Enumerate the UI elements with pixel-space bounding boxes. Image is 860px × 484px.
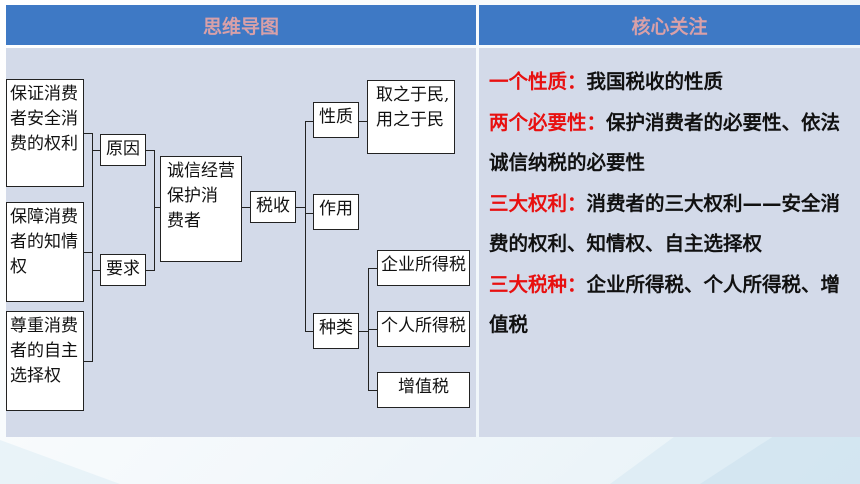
connector (368, 268, 377, 269)
types-node: 种类 (313, 313, 359, 349)
right-safety-node: 保证消费 者安全消 费的权利 (6, 79, 84, 187)
focus-keyword-necessity: 两个必要性： (489, 110, 607, 134)
connector (359, 331, 368, 332)
connector (296, 207, 305, 208)
connector (84, 252, 92, 253)
focus-keyword-rights: 三大权利： (489, 191, 587, 215)
focus-text-tax-types: 企业所得税、个人所得税、增值税 (489, 272, 841, 337)
right-information-node: 保障消费 者的知情 权 (6, 202, 84, 302)
connector (305, 213, 313, 214)
connector (368, 329, 377, 330)
connector (305, 121, 306, 332)
focus-text: 一个性质：我国税收的性质 两个必要性：保护消费者的必要性、依法诚信纳税的必要性 … (489, 62, 859, 346)
mind-map: 保证消费 者安全消 费的权利 保障消费 者的知情 权 尊重消费 者的自主 选择权… (6, 48, 476, 437)
requirement-node: 要求 (100, 254, 146, 286)
content-table: 思维导图 核心关注 保证消费 者安全消 费的权利 保障消费 者的知情 权 尊重消… (6, 5, 860, 437)
connector (84, 361, 92, 362)
focus-text-necessity: 保护消费者的必要性、依法诚信纳税的必要性 (489, 110, 841, 175)
connector (305, 121, 313, 122)
connector (84, 133, 92, 134)
mindmap-header: 思维导图 (6, 5, 476, 45)
tax-node: 税收 (250, 191, 296, 223)
nature-description-node: 取之于民, 用之于民 (367, 80, 455, 154)
focus-text-nature: 我国税收的性质 (586, 70, 724, 93)
focus-cell: 一个性质：我国税收的性质 两个必要性：保护消费者的必要性、依法诚信纳税的必要性 … (479, 48, 860, 437)
connector (359, 121, 367, 122)
connector (154, 150, 155, 271)
focus-keyword-tax-types: 三大税种： (489, 272, 587, 296)
mindmap-cell: 保证消费 者安全消 费的权利 保障消费 者的知情 权 尊重消费 者的自主 选择权… (6, 48, 476, 437)
corporate-income-tax-node: 企业所得税 (377, 250, 470, 286)
connector (368, 390, 377, 391)
connector (146, 150, 154, 151)
personal-income-tax-node: 个人所得税 (377, 311, 470, 347)
value-added-tax-node: 增值税 (377, 372, 470, 408)
right-choice-node: 尊重消费 者的自主 选择权 (6, 311, 84, 411)
focus-keyword-nature: 一个性质： (489, 70, 587, 93)
reason-node: 原因 (100, 134, 146, 166)
connector (154, 207, 160, 208)
connector (92, 270, 100, 271)
connector (242, 207, 250, 208)
center-node: 诚信经营 保护消 费者 (160, 156, 242, 262)
connector (92, 133, 93, 362)
function-node: 作用 (313, 194, 359, 230)
connector (146, 270, 154, 271)
connector (92, 150, 100, 151)
focus-header: 核心关注 (479, 5, 860, 45)
connector (305, 331, 313, 332)
focus-text-rights: 消费者的三大权利——安全消费的权利、知情权、自主选择权 (489, 191, 841, 256)
nature-node: 性质 (313, 102, 359, 138)
